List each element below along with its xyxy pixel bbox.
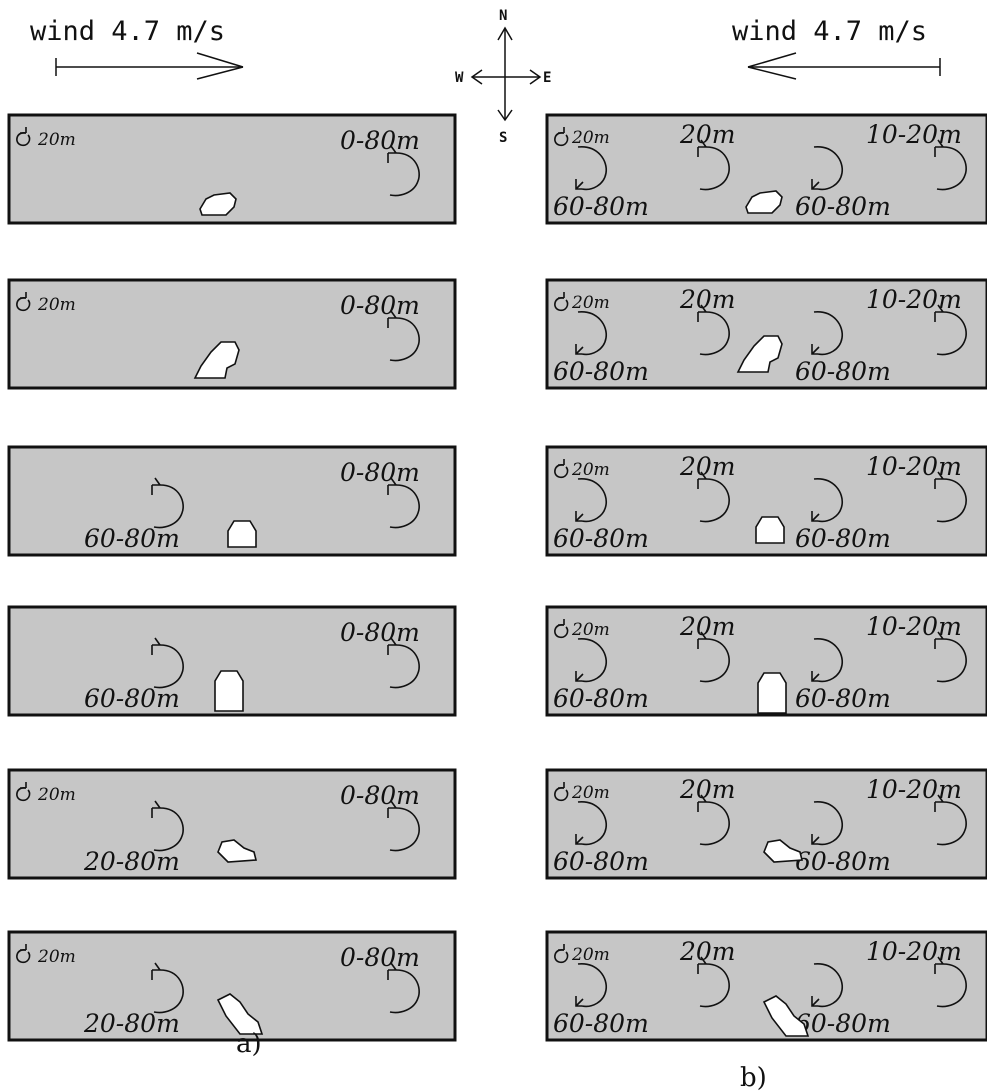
- building-shape: [756, 517, 784, 543]
- compass-s: S: [499, 130, 507, 146]
- compass-rose: N S E W: [455, 8, 551, 146]
- vortex-label-center-bottom: 60-80m: [795, 192, 891, 221]
- panel-a-5: 20m 0-80m 20-80m: [9, 770, 455, 878]
- vortex-label-center-bottom: 60-80m: [795, 1009, 891, 1038]
- vortex-label-center: 60-80m: [84, 684, 180, 713]
- vortex-label-center-bottom: 60-80m: [795, 684, 891, 713]
- vortex-label-right: 10-20m: [866, 937, 962, 966]
- corner-label: 20m: [571, 620, 610, 640]
- wind-label-b: wind 4.7 m/s: [732, 16, 927, 47]
- vortex-label-left-bottom: 60-80m: [553, 1009, 649, 1038]
- corner-label: 20m: [37, 785, 76, 805]
- vortex-label-left-bottom: 60-80m: [553, 847, 649, 876]
- panel-a-3: 0-80m 60-80m: [9, 447, 455, 555]
- compass-w: W: [455, 70, 464, 86]
- caption-a: a): [236, 1029, 262, 1059]
- vortex-label-mid: 20m: [679, 285, 736, 314]
- vortex-label-right: 0-80m: [340, 781, 420, 810]
- vortex-label-mid: 20m: [679, 612, 736, 641]
- panel-a-6: 20m 0-80m 20-80m: [9, 932, 455, 1040]
- vortex-label-right: 10-20m: [866, 775, 962, 804]
- compass-e: E: [543, 70, 551, 86]
- vortex-label-mid: 20m: [679, 120, 736, 149]
- panel-b-3: 20m 20m 10-20m 60-80m 60-80m: [547, 447, 987, 555]
- corner-label: 20m: [37, 295, 76, 315]
- caption-b: b): [740, 1063, 767, 1092]
- vortex-label-mid: 20m: [679, 452, 736, 481]
- panel-a-1: 20m 0-80m: [9, 115, 455, 223]
- panel-b-4: 20m 20m 10-20m 60-80m 60-80m: [547, 607, 987, 715]
- vortex-label-mid: 20m: [679, 937, 736, 966]
- vortex-label-left-bottom: 60-80m: [553, 524, 649, 553]
- panel-a-2: 20m 0-80m: [9, 280, 455, 388]
- compass-n: N: [499, 8, 507, 24]
- corner-label: 20m: [571, 783, 610, 803]
- panel-b-2: 20m 20m 10-20m 60-80m 60-80m: [547, 280, 987, 388]
- building-shape: [228, 521, 256, 547]
- corner-label: 20m: [571, 293, 610, 313]
- vortex-label-center: 20-80m: [83, 1009, 180, 1038]
- vortex-label-mid: 20m: [679, 775, 736, 804]
- corner-label: 20m: [571, 945, 610, 965]
- vortex-label-right: 0-80m: [340, 943, 420, 972]
- vortex-label-left-bottom: 60-80m: [553, 192, 649, 221]
- vortex-label-right: 10-20m: [866, 120, 962, 149]
- vortex-label-right: 10-20m: [866, 285, 962, 314]
- vortex-label-left-bottom: 60-80m: [553, 684, 649, 713]
- building-shape: [215, 671, 243, 711]
- vortex-label-right: 0-80m: [340, 291, 420, 320]
- vortex-label-center-bottom: 60-80m: [795, 847, 891, 876]
- building-shape: [758, 673, 786, 713]
- panel-a-4: 0-80m 60-80m: [9, 607, 455, 715]
- corner-label: 20m: [37, 130, 76, 150]
- wind-label-a: wind 4.7 m/s: [30, 16, 225, 47]
- vortex-label-right: 0-80m: [340, 618, 420, 647]
- vortex-label-right: 0-80m: [340, 126, 420, 155]
- vortex-label-left-bottom: 60-80m: [553, 357, 649, 386]
- vortex-label-center-bottom: 60-80m: [795, 524, 891, 553]
- vortex-label-center: 60-80m: [84, 524, 180, 553]
- panel-b-5: 20m 20m 10-20m 60-80m 60-80m: [547, 770, 987, 878]
- vortex-label-right: 10-20m: [866, 452, 962, 481]
- vortex-label-center-bottom: 60-80m: [795, 357, 891, 386]
- wind-arrow-a: [56, 53, 243, 79]
- corner-label: 20m: [571, 460, 610, 480]
- corner-label: 20m: [37, 947, 76, 967]
- corner-label: 20m: [571, 128, 610, 148]
- panel-b-6: 20m 20m 10-20m 60-80m 60-80m: [547, 932, 987, 1040]
- vortex-label-right: 10-20m: [866, 612, 962, 641]
- vortex-label-center: 20-80m: [83, 847, 180, 876]
- panel-b-1: 20m 20m 10-20m 60-80m 60-80m: [547, 115, 987, 223]
- vortex-label-right: 0-80m: [340, 458, 420, 487]
- wind-arrow-b: [748, 53, 940, 79]
